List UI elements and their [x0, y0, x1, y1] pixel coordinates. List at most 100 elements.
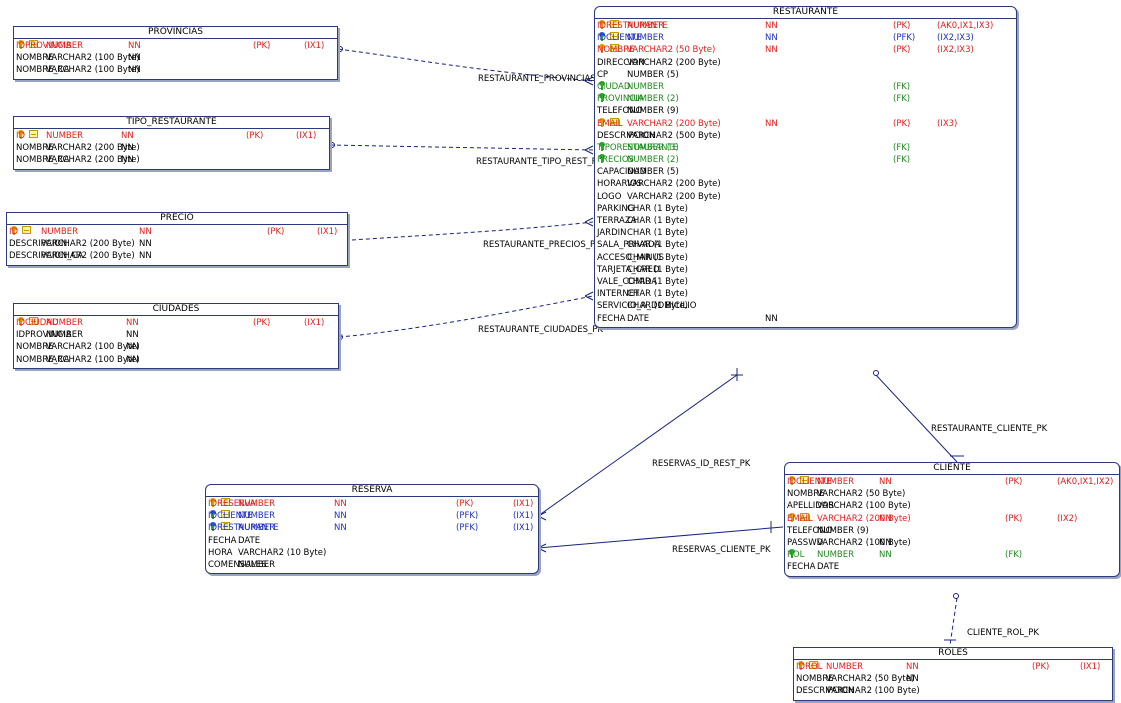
column-name: ID — [16, 131, 26, 141]
label-restaurante-ciudades-pk[interactable]: RESTAURANTE_CIUDADES_PK — [478, 325, 603, 335]
column-name: SERVICIO_A_DOMICILIO — [597, 301, 697, 312]
column-type: VARCHAR2 (500 Byte) — [627, 130, 721, 141]
column-name: IDRESTAURANTE — [597, 21, 668, 31]
column-type: VARCHAR2 (200 Byte) — [627, 57, 721, 68]
column-name: IDPROVINCIA — [16, 330, 72, 341]
column-name: DIRECCION — [597, 57, 645, 68]
column-name: CP — [597, 69, 609, 80]
label-restaurante-provincias-pk[interactable]: RESTAURANTE_PROVINCIAS_PK — [478, 74, 611, 84]
label-reservas-cliente-pk[interactable]: RESERVAS_CLIENTE_PK — [672, 545, 771, 555]
column-type: VARCHAR2 (200 Byte) — [627, 191, 721, 202]
column-type: VARCHAR2 (100 Byte) — [46, 342, 140, 353]
column-name: TELEFONO — [597, 106, 643, 117]
label-restaurante-cliente-pk[interactable]: RESTAURANTE_CLIENTE_PK — [931, 424, 1048, 434]
foreign-key-icon — [598, 154, 606, 164]
column-type: CHAR (1 Byte) — [627, 252, 688, 263]
column-type: NUMBER — [46, 41, 84, 51]
column-name: CIUDAD — [597, 81, 631, 92]
label-restaurante-tipo-rest-pk[interactable]: RESTAURANTE_TIPO_REST_PK — [476, 157, 603, 167]
label-restaurante-precios-pk[interactable]: RESTAURANTE_PRECIOS_PK — [483, 240, 601, 250]
primary-key-icon — [10, 226, 18, 235]
column-type: NUMBER (2) — [627, 155, 679, 166]
primary-key-icon — [788, 476, 796, 485]
column-not-null: NN — [334, 523, 347, 534]
index-icon — [29, 317, 38, 325]
link-reservas-id-rest — [537, 374, 738, 517]
column-type: CHAR (1 Byte) — [627, 216, 688, 226]
column-not-null: NN — [126, 330, 139, 341]
column-type: NUMBER (9) — [627, 106, 679, 117]
column-icons — [597, 80, 623, 93]
label-reservas-id-rest-pk[interactable]: RESERVAS_ID_REST_PK — [652, 459, 751, 469]
column-name: DESCRIPCION_CA — [9, 251, 84, 262]
column-not-null: NN — [879, 550, 892, 561]
primary-key-icon — [797, 661, 805, 670]
label-cliente-rol-pk[interactable]: CLIENTE_ROL_PK — [967, 628, 1040, 638]
